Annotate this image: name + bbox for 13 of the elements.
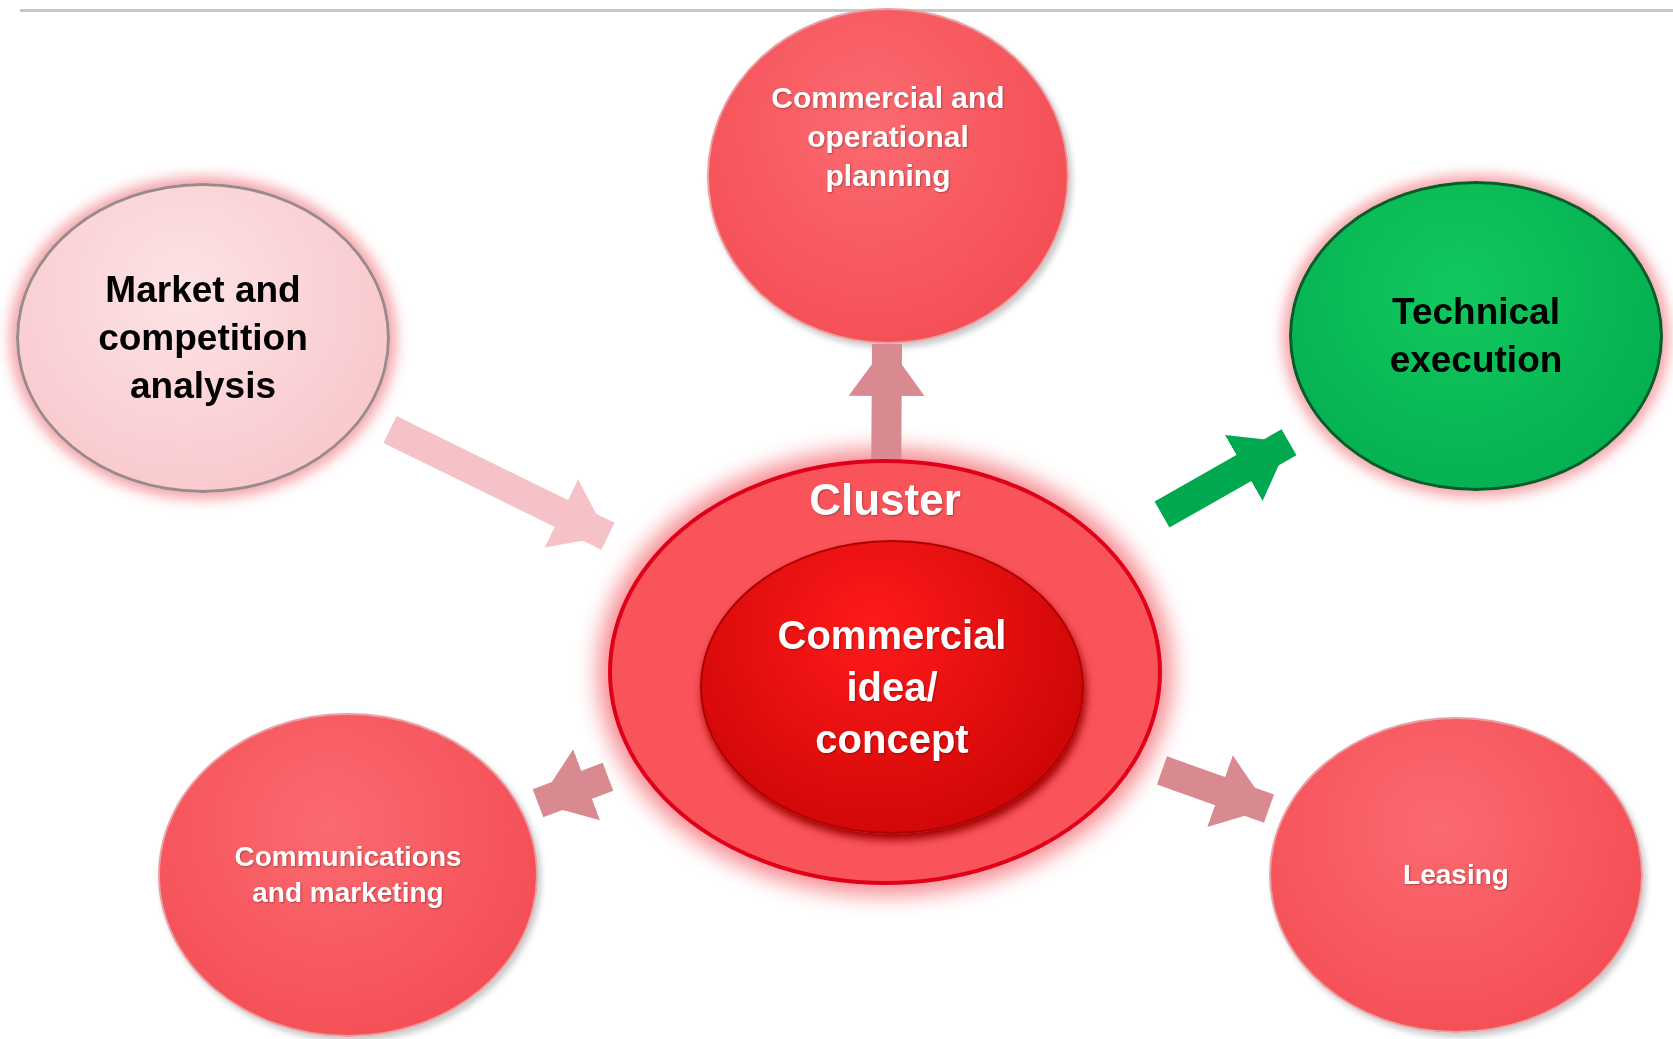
node-label: Commercial and operational planning [770,79,1006,194]
block-arrow [1157,755,1274,827]
node-label: Communications and marketing [233,839,463,910]
cluster-heading: Cluster [809,474,961,526]
node-label: Market and competition analysis [97,267,309,409]
node-label: Technical execution [1388,289,1564,382]
block-arrow [1154,429,1297,528]
cluster-ellipse [608,459,1162,885]
block-arrow [848,343,925,460]
node-label: Leasing [1403,857,1509,892]
node-label: Commercial idea/ concept [777,612,1007,763]
block-arrow [383,416,615,550]
block-arrow [532,749,614,821]
